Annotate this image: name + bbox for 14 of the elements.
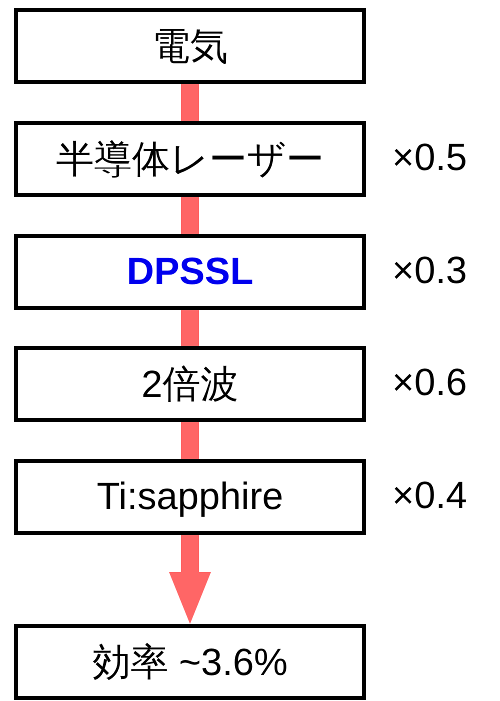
- process-box: 効率 ~3.6%: [14, 624, 366, 700]
- connector-bar: [181, 197, 199, 234]
- process-box: Ti:sapphire: [14, 459, 366, 535]
- process-box: DPSSL: [14, 234, 366, 310]
- factor-label: ×0.6: [392, 362, 468, 405]
- connector-bar: [181, 84, 199, 121]
- factor-label: ×0.5: [392, 137, 468, 180]
- process-box: 2倍波: [14, 346, 366, 422]
- connector-bar: [181, 310, 199, 346]
- factor-label: ×0.3: [392, 250, 468, 293]
- factor-label: ×0.4: [392, 475, 468, 518]
- connector-bar: [181, 422, 199, 459]
- process-box: 電気: [14, 8, 366, 84]
- process-box: 半導体レーザー: [14, 121, 366, 197]
